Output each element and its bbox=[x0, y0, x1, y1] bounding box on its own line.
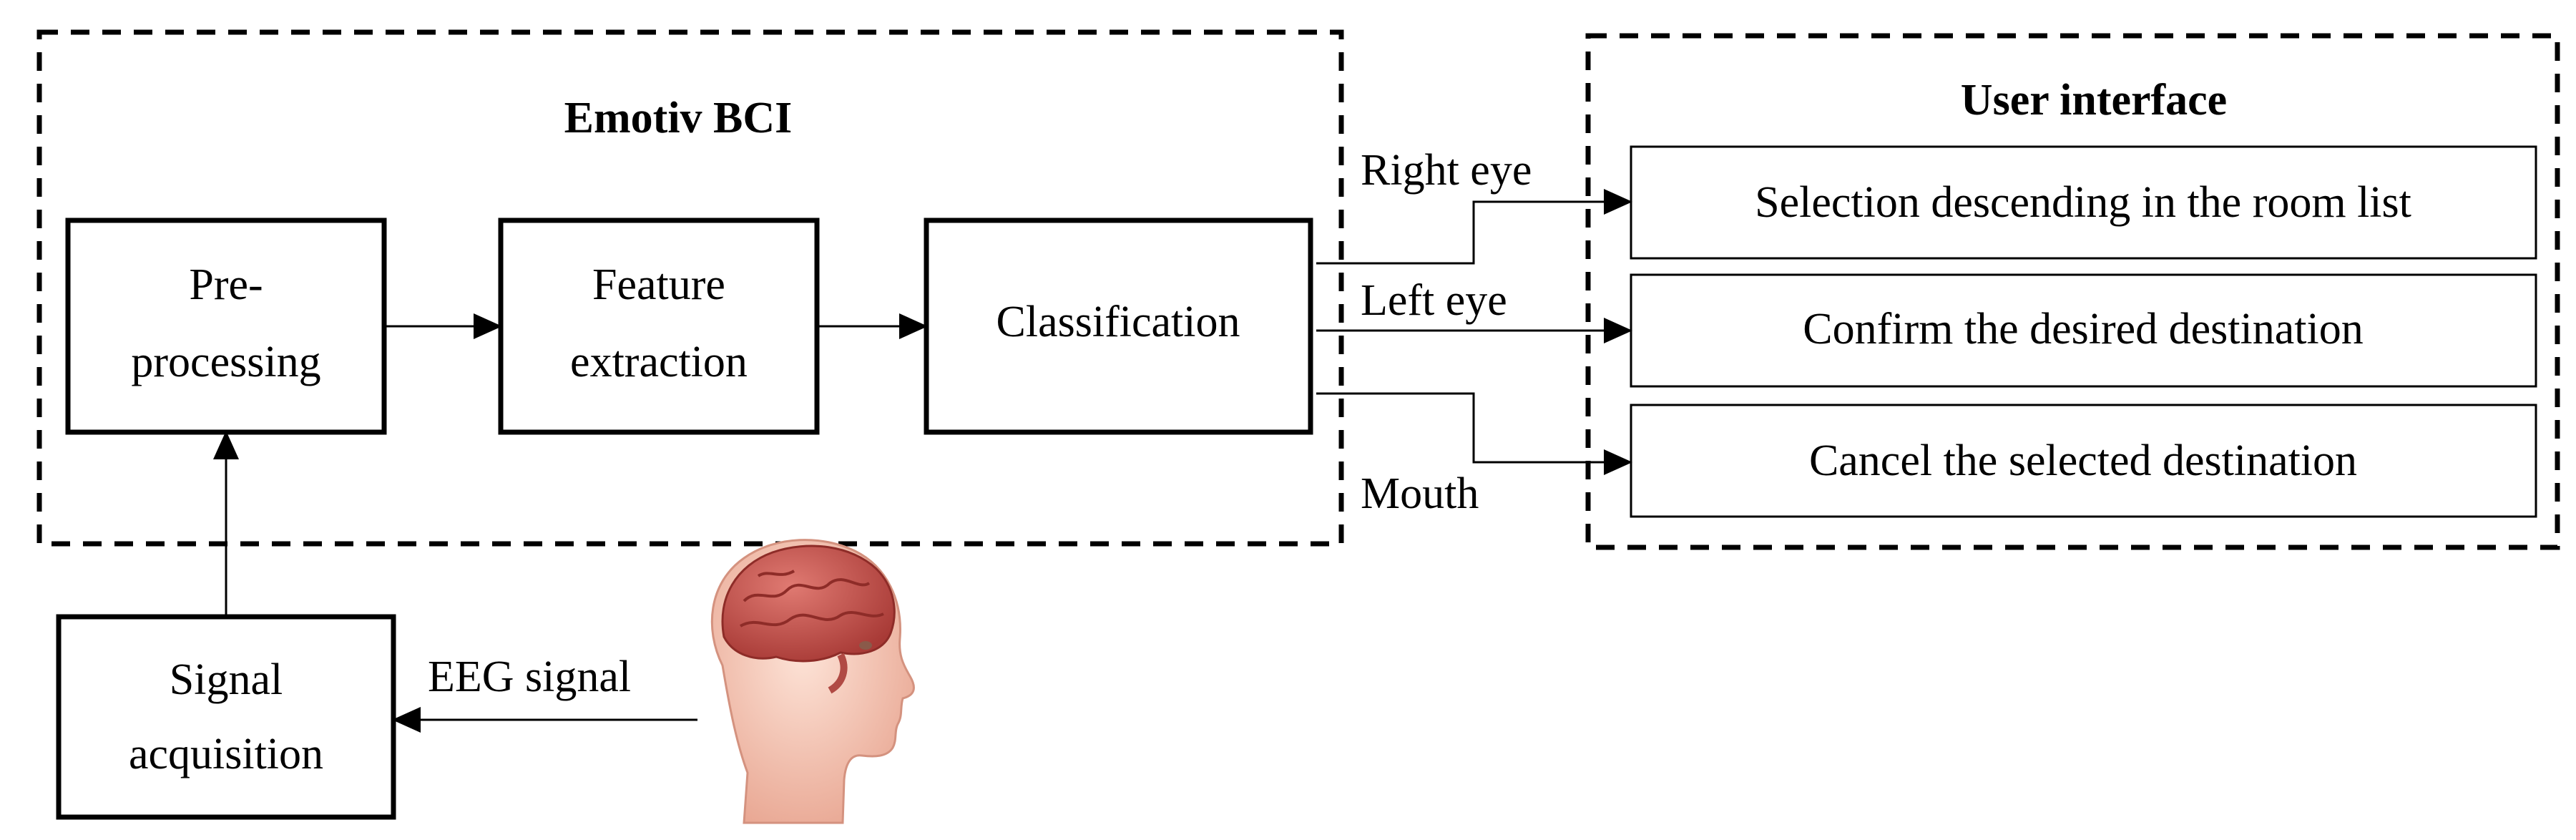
svg-text:extraction: extraction bbox=[570, 338, 748, 386]
preprocessing-block: Pre- processing bbox=[65, 218, 387, 435]
svg-text:Classification: Classification bbox=[996, 298, 1240, 346]
connector-right-eye bbox=[1316, 189, 1632, 265]
signal-acquisition-block: Signal acquisition bbox=[56, 614, 396, 820]
svg-text:acquisition: acquisition bbox=[129, 730, 323, 778]
ui-group-title: User interface bbox=[1961, 76, 2227, 124]
label-left-eye: Left eye bbox=[1361, 276, 1507, 325]
label-right-eye: Right eye bbox=[1361, 146, 1532, 195]
ui-action-cancel: Cancel the selected destination bbox=[1630, 404, 2537, 518]
svg-text:processing: processing bbox=[131, 338, 320, 386]
label-eeg-signal: EEG signal bbox=[428, 653, 631, 701]
ui-group-border bbox=[1585, 33, 2560, 550]
feature-extraction-block: Feature extraction bbox=[498, 218, 820, 435]
svg-text:Pre-: Pre- bbox=[189, 260, 263, 309]
ui-action-select-next: Selection descending in the room list bbox=[1630, 145, 2537, 260]
svg-text:Signal: Signal bbox=[170, 655, 283, 704]
bci-group-title: Emotiv BCI bbox=[564, 94, 793, 142]
human-head-brain-icon bbox=[710, 539, 915, 824]
svg-text:Selection descending in the ro: Selection descending in the room list bbox=[1755, 178, 2411, 227]
svg-text:Confirm the desired destinatio: Confirm the desired destination bbox=[1803, 305, 2363, 353]
connector-mouth bbox=[1316, 392, 1632, 475]
label-mouth: Mouth bbox=[1361, 469, 1479, 518]
svg-text:Cancel the selected destinatio: Cancel the selected destination bbox=[1809, 436, 2357, 485]
bci-group-border bbox=[36, 29, 1344, 547]
svg-text:Feature: Feature bbox=[592, 260, 725, 309]
classification-block: Classification bbox=[924, 218, 1313, 435]
ui-action-confirm: Confirm the desired destination bbox=[1630, 273, 2537, 388]
